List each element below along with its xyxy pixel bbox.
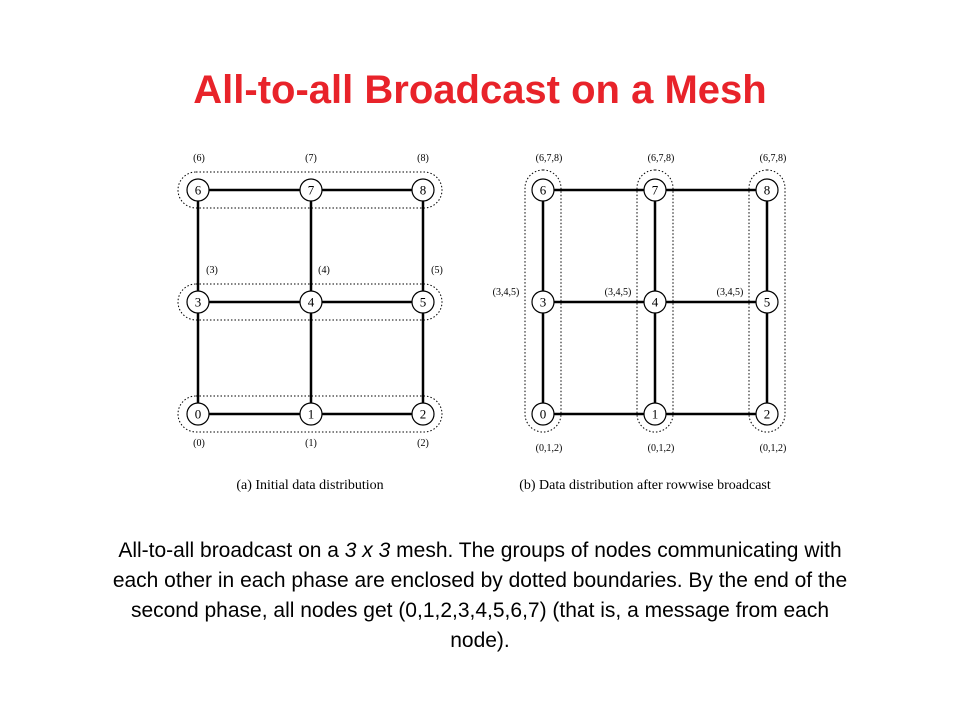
- node-label: 1: [652, 407, 659, 422]
- diagram-a: 6 7 8 3 4 5 0 1 2 (6) (7) (8) (3) (4) (5…: [177, 153, 443, 493]
- node-data-label: (0): [193, 438, 205, 449]
- row-group-boundary: [177, 395, 443, 433]
- mesh-node: 1: [299, 402, 323, 426]
- mesh-node: 1: [643, 402, 667, 426]
- node-data-label: (0,1,2): [760, 443, 787, 454]
- node-data-label: (3,4,5): [493, 287, 520, 298]
- row-group-boundary: [177, 283, 443, 321]
- slide-description: All-to-all broadcast on a 3 x 3 mesh. Th…: [100, 536, 860, 656]
- node-label: 0: [540, 407, 547, 422]
- mesh-node: 5: [755, 290, 779, 314]
- node-data-label: (5): [431, 265, 443, 276]
- node-label: 3: [195, 295, 202, 310]
- mesh-node: 0: [186, 402, 210, 426]
- mesh-node: 3: [531, 290, 555, 314]
- column-group-boundary: [748, 169, 786, 433]
- node-data-label: (3): [206, 265, 218, 276]
- node-data-label: (6,7,8): [536, 153, 563, 164]
- node-data-label: (1): [305, 438, 317, 449]
- node-data-label: (7): [305, 153, 317, 164]
- mesh-node: 6: [186, 178, 210, 202]
- node-label: 4: [652, 295, 659, 310]
- mesh-node: 4: [299, 290, 323, 314]
- node-label: 4: [308, 295, 315, 310]
- mesh-node: 6: [531, 178, 555, 202]
- node-label: 7: [308, 183, 315, 198]
- row-group-boundary: [177, 171, 443, 209]
- description-part-1: All-to-all broadcast on a: [118, 539, 345, 562]
- node-label: 6: [195, 183, 202, 198]
- mesh-size: 3 x 3: [344, 539, 391, 562]
- node-label: 2: [764, 407, 771, 422]
- node-data-label: (6,7,8): [648, 153, 675, 164]
- node-data-label: (4): [318, 265, 330, 276]
- node-label: 5: [764, 295, 771, 310]
- mesh-node: 3: [186, 290, 210, 314]
- mesh-node: 7: [299, 178, 323, 202]
- mesh-node: 7: [643, 178, 667, 202]
- node-label: 3: [540, 295, 547, 310]
- node-data-label: (0,1,2): [536, 443, 563, 454]
- node-data-label: (2): [417, 438, 429, 449]
- node-label: 0: [195, 407, 202, 422]
- slide-title: All-to-all Broadcast on a Mesh: [193, 68, 767, 112]
- mesh-node: 8: [755, 178, 779, 202]
- node-label: 1: [308, 407, 315, 422]
- mesh-node: 2: [755, 402, 779, 426]
- diagram-b: 6 7 8 3 4 5 0 1 2 (6,7,8) (6,7,8) (6,7,8…: [493, 153, 787, 493]
- node-label: 5: [420, 295, 427, 310]
- description-part-2: mesh. The groups of nodes communicating …: [112, 539, 848, 652]
- node-label: 8: [764, 183, 771, 198]
- node-data-label: (8): [417, 153, 429, 164]
- mesh-node: 8: [411, 178, 435, 202]
- diagram-b-caption: (b) Data distribution after rowwise broa…: [519, 478, 771, 493]
- node-label: 2: [420, 407, 427, 422]
- node-data-label: (3,4,5): [717, 287, 744, 298]
- mesh-node: 4: [643, 290, 667, 314]
- mesh-node: 2: [411, 402, 435, 426]
- node-data-label: (6,7,8): [760, 153, 787, 164]
- mesh-node: 0: [531, 402, 555, 426]
- mesh-node: 5: [411, 290, 435, 314]
- node-data-label: (6): [193, 153, 205, 164]
- node-label: 7: [652, 183, 659, 198]
- node-label: 8: [420, 183, 427, 198]
- diagram-a-caption: (a) Initial data distribution: [236, 478, 383, 493]
- node-data-label: (0,1,2): [648, 443, 675, 454]
- node-label: 6: [540, 183, 547, 198]
- node-data-label: (3,4,5): [605, 287, 632, 298]
